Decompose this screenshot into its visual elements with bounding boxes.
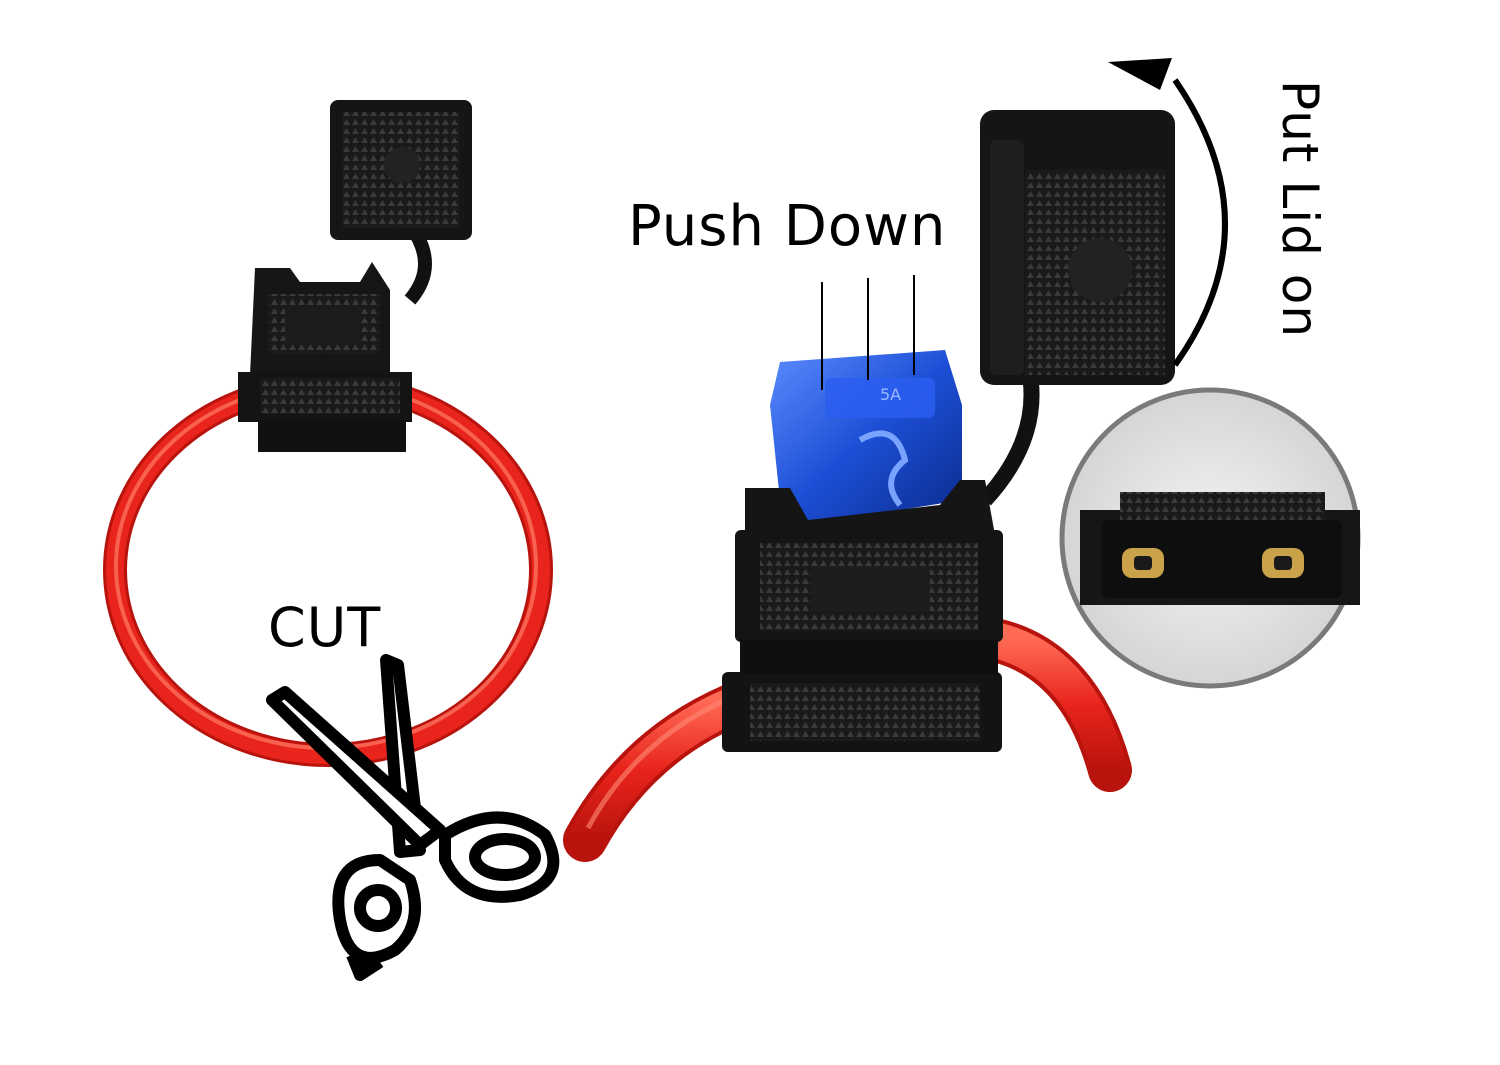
curved-arrow-icon xyxy=(1108,58,1228,367)
put-lid-on-label: Put Lid on xyxy=(1271,79,1329,339)
fuse-rating: 5A xyxy=(880,385,901,404)
right-holder-lid xyxy=(980,110,1175,385)
scissors-icon xyxy=(266,654,560,981)
cut-label: CUT xyxy=(268,596,382,659)
push-down-pointers xyxy=(821,275,915,390)
contacts-detail-inset xyxy=(1059,387,1361,689)
left-fuse-holder xyxy=(238,262,412,452)
left-holder-lid xyxy=(330,100,472,305)
blade-fuse: 5A xyxy=(770,350,962,525)
right-wire xyxy=(563,618,1132,862)
push-down-label: Push Down xyxy=(628,194,947,259)
right-fuse-holder xyxy=(722,480,1003,752)
lid-tether xyxy=(979,373,1040,506)
